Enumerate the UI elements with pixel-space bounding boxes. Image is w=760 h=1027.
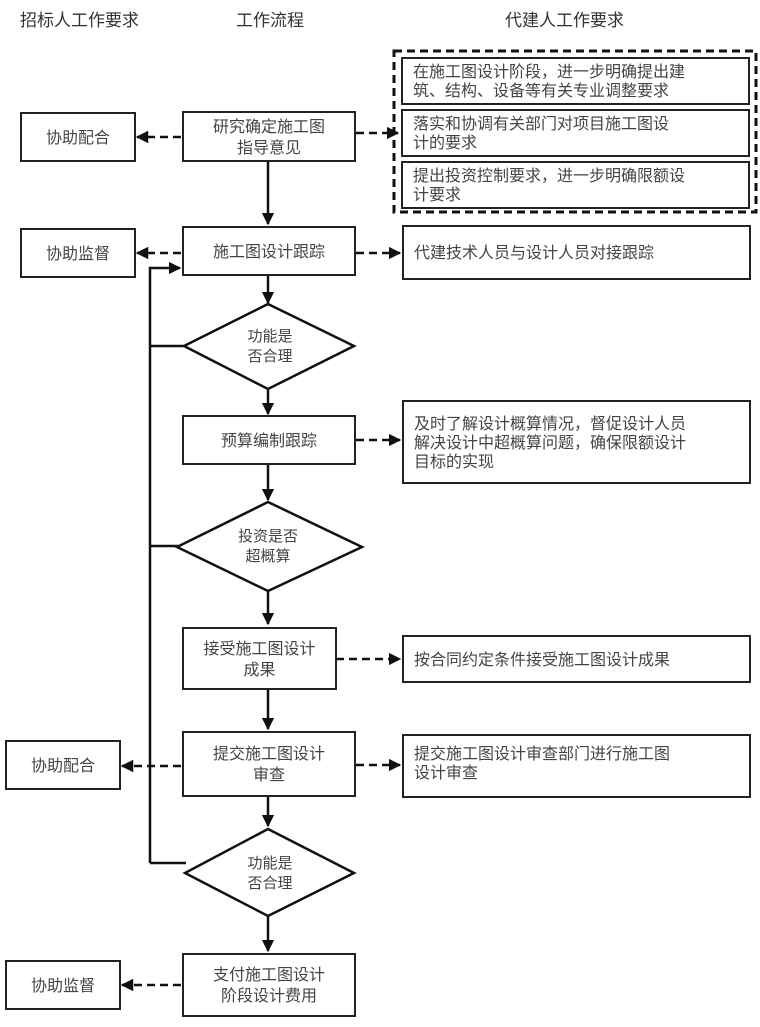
decision-diamond-1 xyxy=(181,302,357,391)
agent-box-submit-review: 提交施工图设计审查部门进行施工图 设计审查 xyxy=(402,734,751,798)
decision-label-3: 功能是 否合理 xyxy=(247,854,293,892)
column-header-workflow: 工作流程 xyxy=(236,11,304,31)
process-step-label: 研究确定施工图 指导意见 xyxy=(212,116,325,157)
process-step-accept-results: 接受施工图设计 成果 xyxy=(182,627,337,690)
agent-box-label: 及时了解设计概算情况，督促设计人员 解决设计中超概算问题，确保限额设计 目标的实… xyxy=(414,413,687,471)
process-step-pay-fees: 支付施工图设计 阶段设计费用 xyxy=(182,953,356,1017)
decision-label-1: 功能是 否合理 xyxy=(247,327,293,365)
tenderer-box-label: 协助监督 xyxy=(45,243,110,263)
agent-box-label: 提交施工图设计审查部门进行施工图 设计审查 xyxy=(414,744,671,782)
agent-box-label: 按合同约定条件接受施工图设计成果 xyxy=(414,649,671,669)
tenderer-box-label: 协助监督 xyxy=(30,975,95,995)
process-step-label: 预算编制跟踪 xyxy=(220,430,317,450)
tenderer-box-label: 协助配合 xyxy=(45,127,110,147)
agent-box-estimate-control: 及时了解设计概算情况，督促设计人员 解决设计中超概算问题，确保限额设计 目标的实… xyxy=(402,400,751,484)
tenderer-box-supervise-2: 协助监督 xyxy=(5,960,121,1010)
process-step-design-tracking: 施工图设计跟踪 xyxy=(182,226,356,276)
tenderer-box-assist-1: 协助配合 xyxy=(20,112,136,162)
tenderer-box-assist-2: 协助配合 xyxy=(5,740,121,790)
process-step-label: 支付施工图设计 阶段设计费用 xyxy=(212,965,325,1005)
agent-box-label: 代建技术人员与设计人员对接跟踪 xyxy=(414,243,655,262)
process-step-label: 提交施工图设计 审查 xyxy=(212,744,325,784)
agent-box-label: 在施工图设计阶段，进一步明确提出建 筑、结构、设备等有关专业调整要求 xyxy=(413,62,686,100)
process-step-label: 接受施工图设计 成果 xyxy=(203,638,316,679)
feedback-loop-line xyxy=(148,261,182,863)
tenderer-box-label: 协助配合 xyxy=(30,755,95,775)
decision-diamond-2 xyxy=(174,500,365,593)
process-step-guidance: 研究确定施工图 指导意见 xyxy=(182,111,356,162)
tenderer-box-supervise-1: 协助监督 xyxy=(20,228,136,278)
agent-box-label: 提出投资控制要求，进一步明确限额设 计要求 xyxy=(413,166,686,204)
agent-box-coordinate-departments: 落实和协调有关部门对项目施工图设 计的要求 xyxy=(401,109,750,157)
column-header-agent: 代建人工作要求 xyxy=(505,11,624,31)
agent-box-investment-control: 提出投资控制要求，进一步明确限额设 计要求 xyxy=(401,161,750,209)
process-step-budget-tracking: 预算编制跟踪 xyxy=(182,415,356,465)
agent-box-adjust-requirements: 在施工图设计阶段，进一步明确提出建 筑、结构、设备等有关专业调整要求 xyxy=(401,57,750,105)
decision-diamond-3 xyxy=(182,827,357,918)
agent-box-accept-contract: 按合同约定条件接受施工图设计成果 xyxy=(402,635,751,683)
agent-box-label: 落实和协调有关部门对项目施工图设 计的要求 xyxy=(413,114,670,152)
column-header-tenderer: 招标人工作要求 xyxy=(20,11,139,31)
decision-label-2: 投资是否 超概算 xyxy=(237,527,299,565)
process-step-label: 施工图设计跟踪 xyxy=(212,241,325,261)
process-step-submit-review: 提交施工图设计 审查 xyxy=(182,731,356,797)
agent-box-tech-tracking: 代建技术人员与设计人员对接跟踪 xyxy=(402,225,751,280)
